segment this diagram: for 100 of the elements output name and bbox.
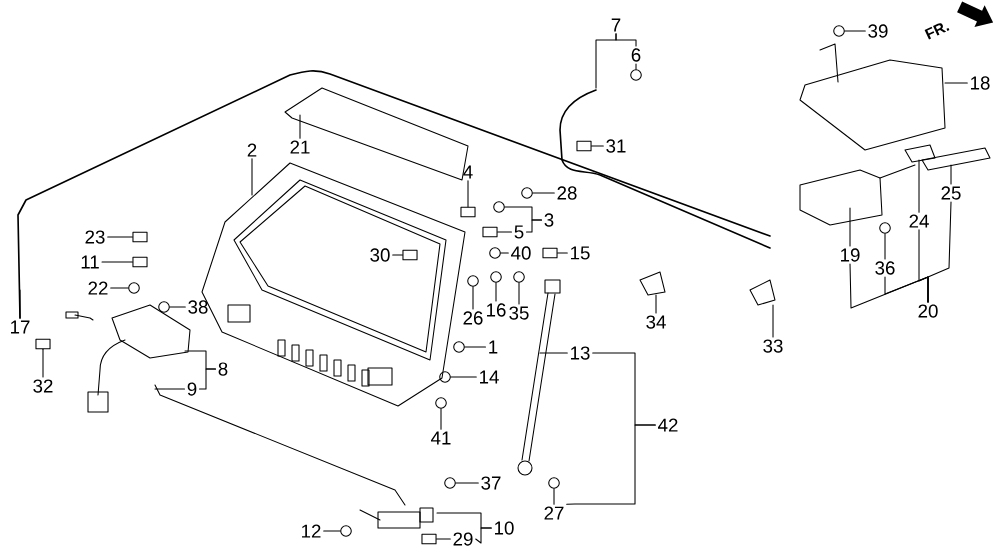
callout-number: 41	[431, 431, 451, 445]
leader-line	[518, 282, 520, 305]
callout-number: 3	[544, 213, 554, 227]
part-drawing	[35, 338, 51, 350]
leader-line	[944, 82, 968, 84]
part-drawing	[490, 271, 502, 283]
part-drawing	[467, 275, 479, 287]
leader-line	[635, 63, 637, 70]
callout-number: 37	[481, 476, 501, 490]
callout-number: 38	[188, 300, 208, 314]
part-drawing	[630, 69, 642, 81]
leader-line	[918, 159, 920, 213]
part-drawing	[435, 397, 447, 409]
callout-number: 8	[218, 362, 228, 376]
leader-line	[844, 30, 866, 32]
part-drawing	[513, 271, 525, 283]
part-drawing	[489, 247, 501, 259]
callout-number: 1	[489, 340, 498, 354]
callout-number: 35	[509, 306, 529, 320]
leader-line	[392, 254, 403, 256]
part-drawing	[132, 256, 148, 268]
callout-number: 15	[571, 246, 590, 260]
callout-number: 42	[658, 418, 678, 432]
callout-number: 21	[290, 140, 310, 154]
part-drawing	[132, 231, 148, 243]
leader-line	[299, 114, 301, 139]
leader-line	[772, 304, 774, 338]
leader-line	[450, 376, 477, 378]
callout-number: 25	[941, 186, 961, 200]
part-drawing	[158, 301, 170, 313]
callout-number: 19	[841, 248, 860, 262]
callout-number: 30	[370, 248, 390, 262]
callout-number: 24	[909, 214, 929, 228]
callout-number: 7	[611, 18, 621, 32]
part-drawing	[421, 533, 437, 545]
part-drawing	[402, 249, 418, 261]
leader-line	[475, 527, 492, 544]
leader-line	[455, 482, 479, 484]
leader-line	[615, 33, 637, 47]
leader-line	[154, 388, 186, 390]
callout-number: 22	[88, 281, 108, 295]
leader-line	[566, 424, 656, 505]
callout-number: 32	[33, 379, 53, 393]
leader-line	[169, 306, 186, 308]
part-drawing	[493, 201, 505, 213]
part-drawing	[128, 282, 140, 294]
leader-line	[495, 282, 497, 302]
callout-number: 31	[606, 139, 626, 153]
leader-line	[950, 164, 952, 185]
callout-number: 6	[631, 48, 641, 62]
leader-line	[849, 207, 851, 247]
callout-number: 17	[11, 320, 30, 334]
leader-line	[927, 201, 952, 303]
callout-number: 13	[571, 346, 590, 360]
part-drawing	[340, 525, 352, 537]
part-drawing	[576, 140, 592, 152]
callout-number: 29	[453, 532, 473, 546]
leader-line	[436, 538, 451, 540]
callout-number: 23	[85, 230, 105, 244]
part-drawing	[444, 477, 456, 489]
part-drawing	[482, 226, 498, 238]
leader-line	[101, 261, 133, 263]
part-drawing	[542, 247, 558, 259]
callout-number: 40	[511, 246, 531, 260]
leader-line	[440, 408, 442, 430]
leader-line	[500, 252, 509, 254]
leader-line	[532, 192, 555, 194]
callout-number: 5	[514, 225, 524, 239]
leader-line	[557, 252, 568, 254]
leader-line	[539, 352, 568, 354]
leader-line	[19, 289, 21, 319]
leader-line	[553, 488, 555, 505]
part-drawing	[521, 187, 533, 199]
callout-number: 14	[480, 370, 499, 384]
callout-number: 18	[971, 76, 990, 90]
callout-number: 11	[81, 255, 99, 269]
leader-line	[472, 286, 474, 310]
callout-number: 2	[247, 143, 257, 157]
callout-number: 28	[557, 186, 577, 200]
leader-line	[198, 368, 217, 390]
leader-line	[464, 346, 487, 348]
direction-label: FR.	[924, 23, 950, 40]
part-drawing	[833, 25, 845, 37]
leader-line	[107, 236, 133, 238]
callout-number: 20	[918, 304, 938, 318]
leader-line	[497, 231, 513, 233]
leader-line	[251, 158, 253, 196]
callout-number: 16	[487, 303, 506, 317]
part-drawing	[548, 477, 560, 489]
leader-line	[884, 233, 886, 260]
callout-number: 26	[463, 311, 483, 325]
leader-line	[467, 180, 469, 208]
part-drawing	[453, 341, 465, 353]
leader-line	[655, 294, 657, 314]
callout-number: 27	[544, 506, 564, 520]
callout-number: 10	[495, 521, 514, 535]
part-drawing	[879, 222, 891, 234]
leader-line	[42, 348, 44, 378]
callout-number: 4	[463, 165, 473, 179]
leader-line	[110, 287, 129, 289]
